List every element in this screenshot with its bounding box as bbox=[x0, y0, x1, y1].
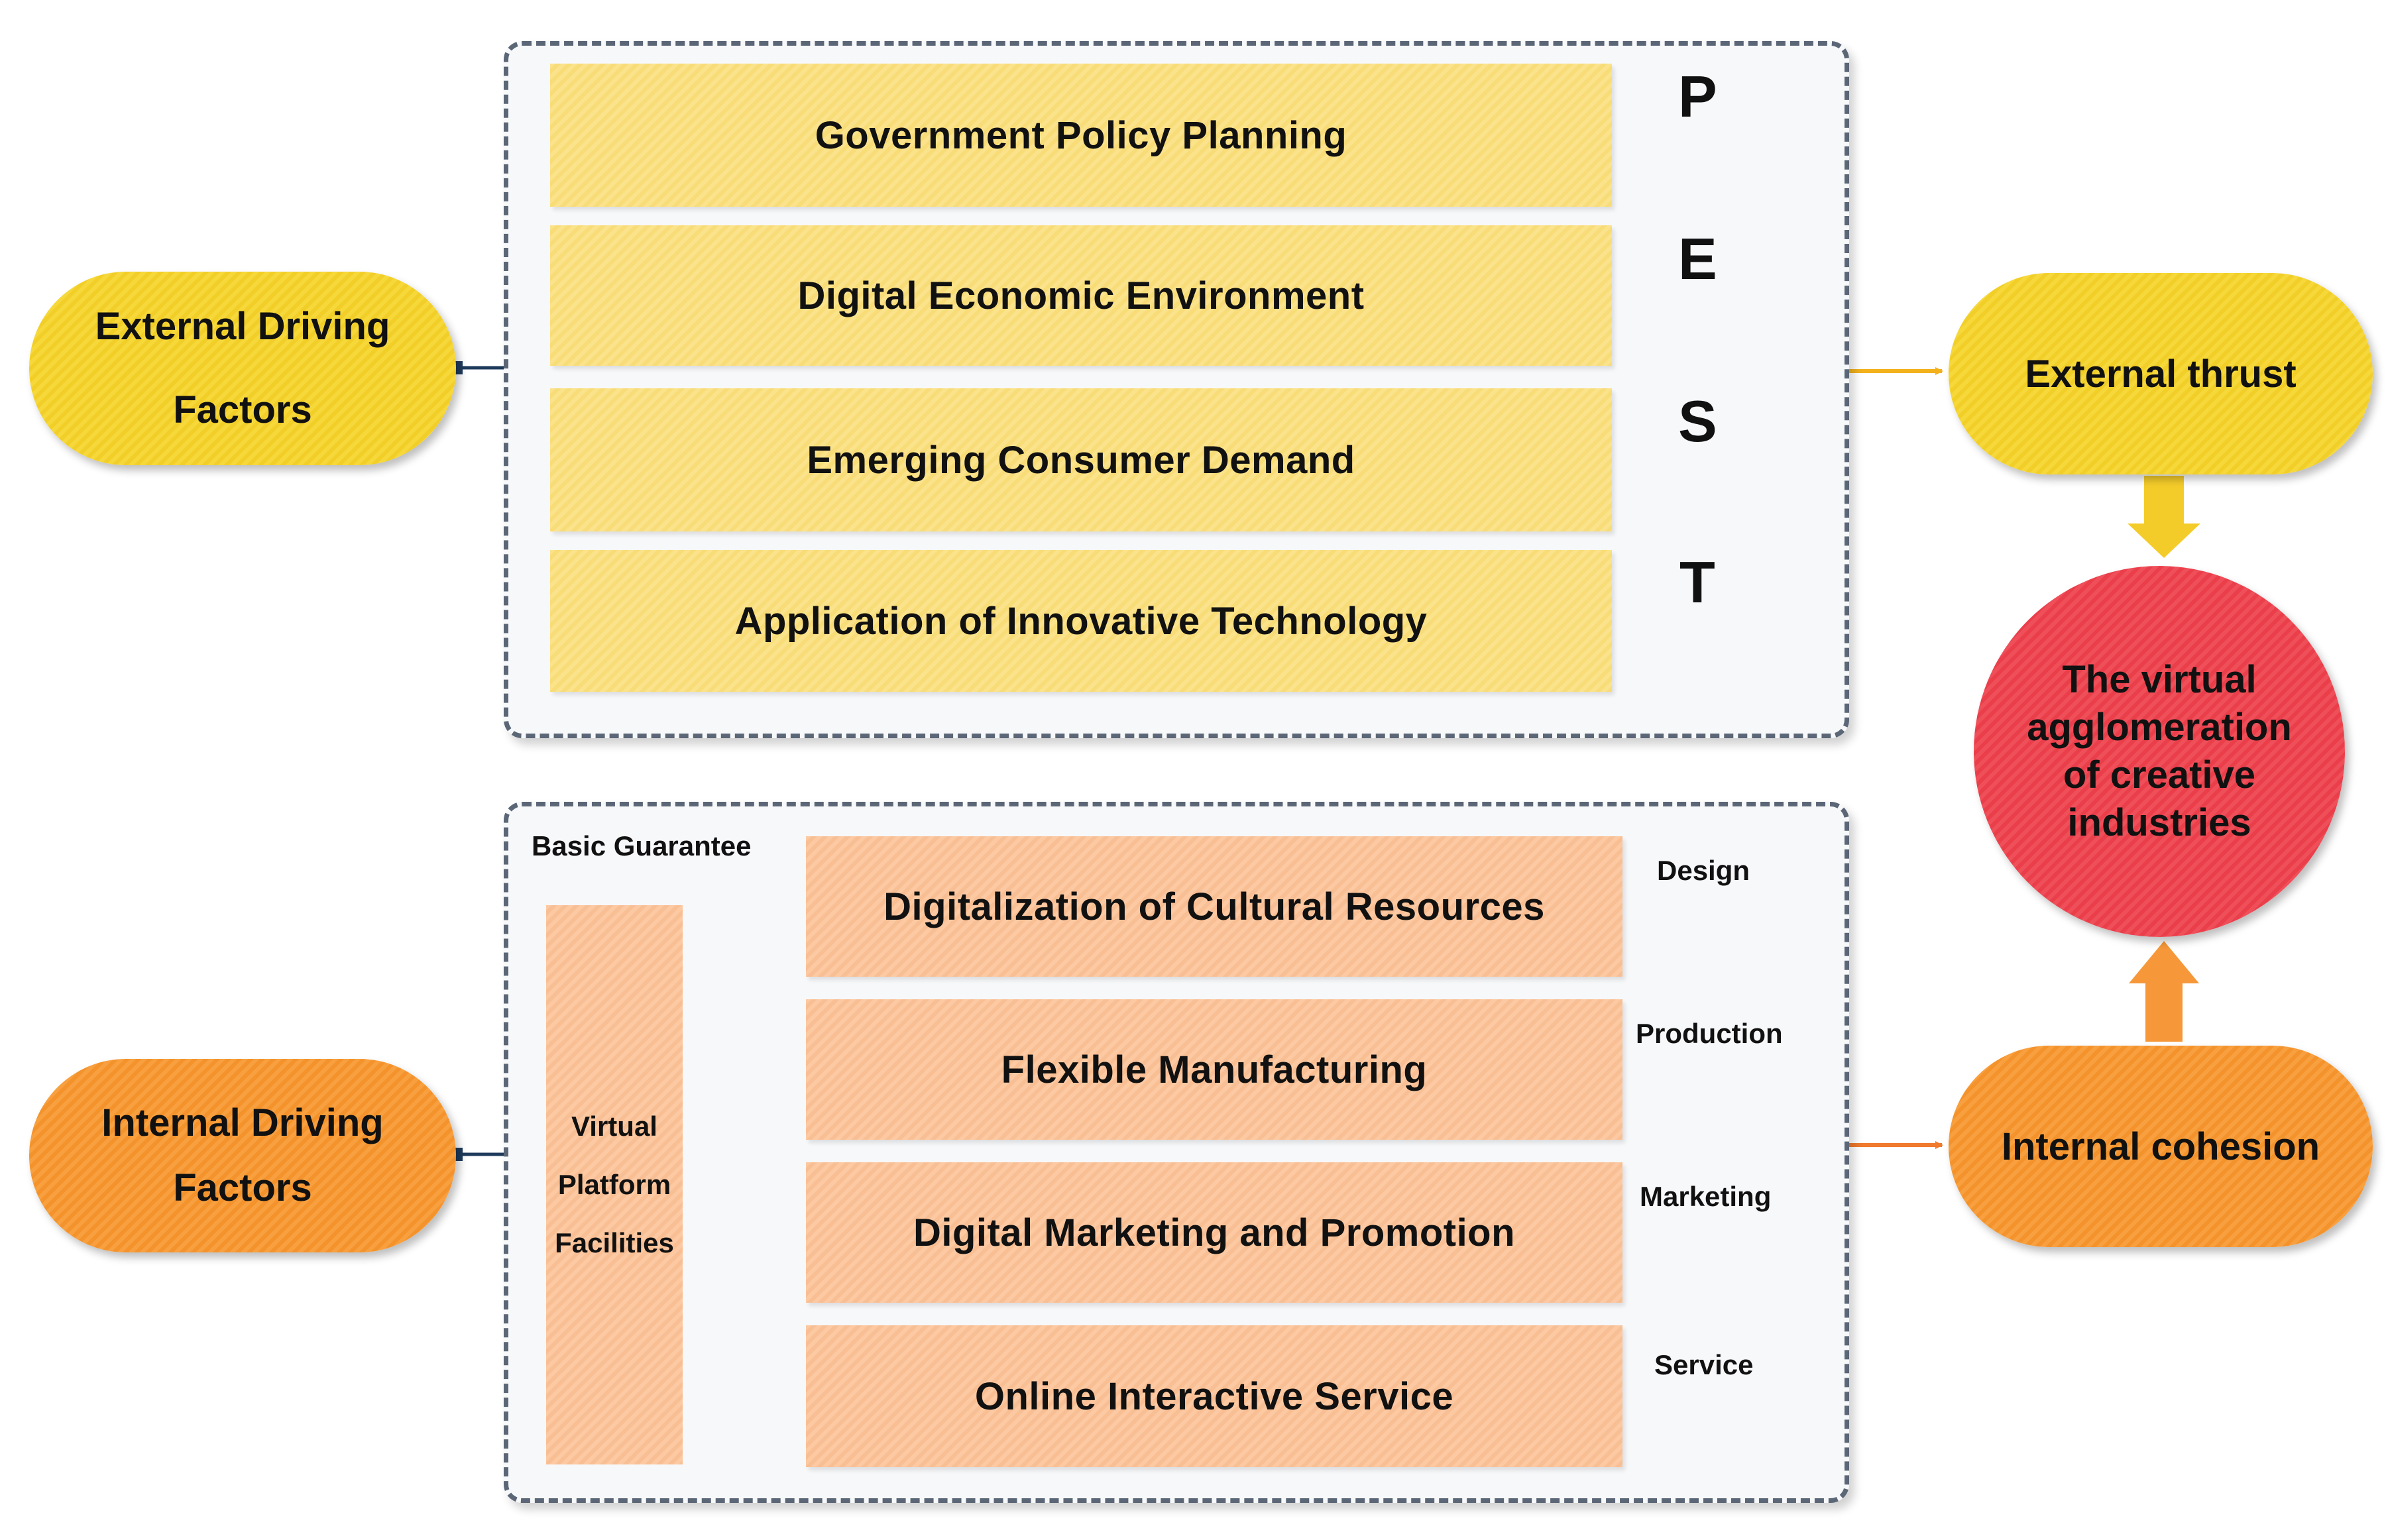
outcome-line: of creative bbox=[2063, 753, 2256, 797]
cohesion-to-outcome-arrow bbox=[2129, 941, 2199, 1042]
pest-letter-p: P bbox=[1678, 64, 1717, 129]
stage-box-service: Online Interactive Service bbox=[806, 1325, 1622, 1467]
factor-label: Digital Economic Environment bbox=[797, 274, 1365, 317]
stage-box-design: Digitalization of Cultural Resources bbox=[806, 836, 1622, 977]
factor-box-economic: Digital Economic Environment bbox=[550, 225, 1612, 366]
outcome-line: industries bbox=[2067, 801, 2251, 844]
stage-box-production: Flexible Manufacturing bbox=[806, 999, 1622, 1140]
external-driving-factors-pill: External Driving Factors bbox=[29, 272, 456, 465]
pest-letter-t: T bbox=[1679, 549, 1715, 615]
internal-driver-connector bbox=[449, 1148, 504, 1161]
pest-letter-s: S bbox=[1678, 388, 1717, 454]
pill-text: External Driving bbox=[95, 305, 390, 348]
platform-line: Facilities bbox=[555, 1227, 674, 1258]
pill-text: Factors bbox=[173, 388, 312, 431]
stage-tag-marketing: Marketing bbox=[1640, 1181, 1772, 1212]
stage-label: Flexible Manufacturing bbox=[1001, 1048, 1428, 1091]
pill-text: Factors bbox=[173, 1166, 312, 1209]
pest-letter-e: E bbox=[1678, 226, 1717, 292]
factor-box-policy: Government Policy Planning bbox=[550, 64, 1612, 207]
factor-box-social: Emerging Consumer Demand bbox=[550, 388, 1612, 531]
external-driver-connector bbox=[449, 361, 504, 374]
factor-box-technology: Application of Innovative Technology bbox=[550, 550, 1612, 692]
outcome-line: The virtual bbox=[2062, 658, 2257, 701]
external-thrust-pill: External thrust bbox=[1949, 273, 2373, 474]
thrust-to-outcome-arrow bbox=[2128, 476, 2200, 558]
factor-label: Application of Innovative Technology bbox=[734, 599, 1428, 643]
factor-label: Government Policy Planning bbox=[815, 113, 1347, 157]
pill-text: External thrust bbox=[2025, 352, 2297, 396]
basic-guarantee-label: Basic Guarantee bbox=[532, 830, 752, 861]
factor-label: Emerging Consumer Demand bbox=[807, 438, 1355, 482]
stage-label: Online Interactive Service bbox=[974, 1374, 1454, 1418]
internal-driving-factors-pill: Internal Driving Factors bbox=[29, 1059, 456, 1252]
stage-box-marketing: Digital Marketing and Promotion bbox=[806, 1162, 1622, 1303]
stage-tag-service: Service bbox=[1654, 1349, 1754, 1380]
stage-tag-design: Design bbox=[1657, 855, 1750, 886]
platform-line: Platform bbox=[557, 1169, 671, 1200]
stage-label: Digitalization of Cultural Resources bbox=[883, 885, 1545, 928]
pill-text: Internal Driving bbox=[101, 1101, 384, 1144]
virtual-agglomeration-outcome: The virtual agglomeration of creative in… bbox=[1974, 566, 2345, 937]
stage-label: Digital Marketing and Promotion bbox=[913, 1211, 1516, 1254]
virtual-platform-facilities: Virtual Platform Facilities bbox=[546, 905, 683, 1464]
pill-text: Internal cohesion bbox=[2001, 1125, 2320, 1168]
outcome-line: agglomeration bbox=[2027, 706, 2292, 749]
internal-cohesion-pill: Internal cohesion bbox=[1949, 1046, 2373, 1247]
stage-tag-production: Production bbox=[1636, 1018, 1783, 1049]
platform-line: Virtual bbox=[571, 1111, 657, 1142]
